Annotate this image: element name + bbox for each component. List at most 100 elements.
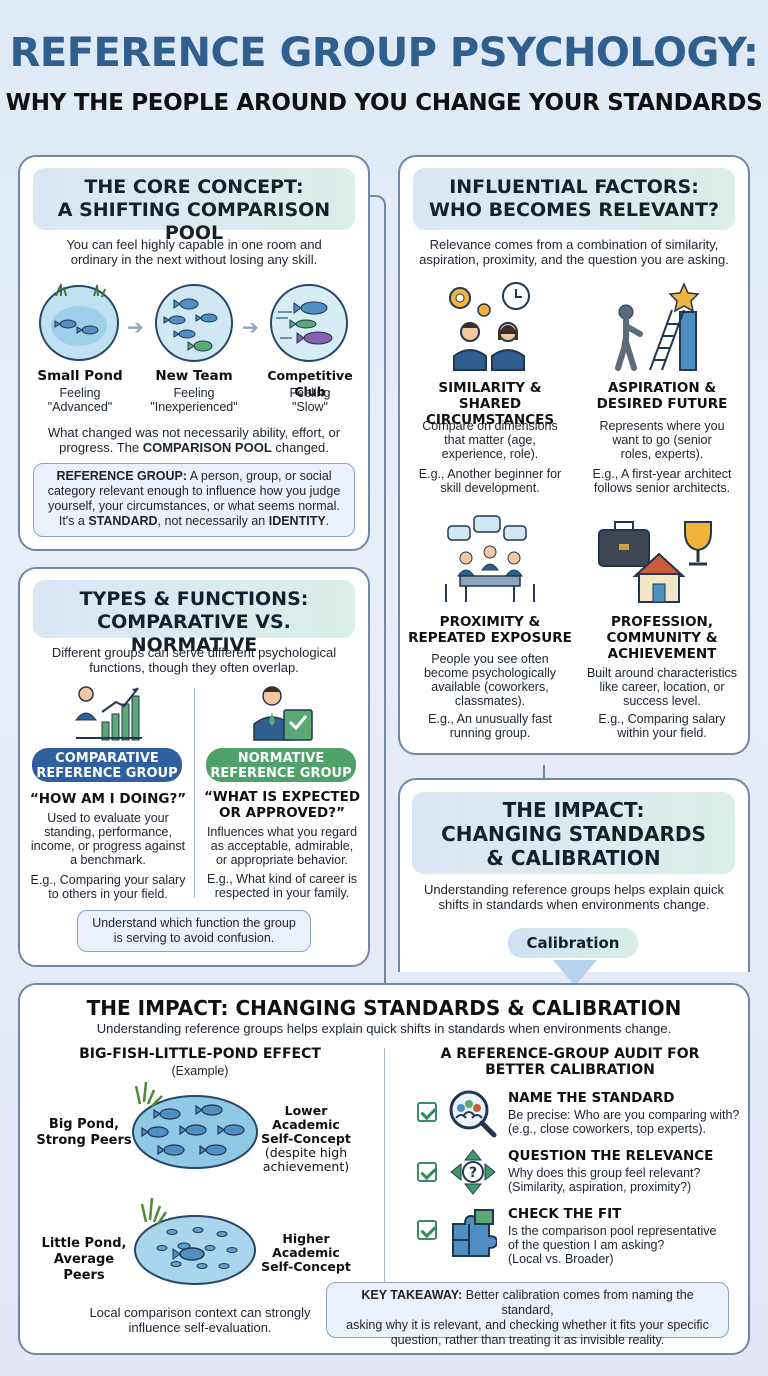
- page-subtitle: WHY THE PEOPLE AROUND YOU CHANGE YOUR ST…: [5, 90, 763, 116]
- local-context-note: Local comparison context can strongly in…: [40, 1305, 360, 1335]
- text-line: Little Pond,: [41, 1236, 127, 1251]
- text-line: running group.: [449, 726, 531, 740]
- text-line: OR APPROVED?”: [219, 805, 345, 821]
- text-line: skill development.: [440, 481, 540, 495]
- text-line: functions, though they often overlap.: [89, 660, 299, 675]
- text-line: success level.: [623, 694, 701, 708]
- connector-line: [400, 765, 545, 779]
- small-pond-icon: [39, 284, 119, 361]
- connector-line: [370, 195, 386, 575]
- function-note: Understand which function the group is s…: [77, 910, 311, 952]
- core-changed: What changed was not necessarily ability…: [24, 425, 364, 455]
- audit-title: A REFERENCE-GROUP AUDIT FOR BETTER CALIB…: [400, 1046, 740, 1078]
- comparative-description: Used to evaluate your standing, performa…: [26, 811, 190, 901]
- text-line: roles, experts).: [620, 447, 704, 461]
- big-pond-outcome: Lower Academic Self-Concept (despite hig…: [258, 1104, 354, 1174]
- normative-pill: NORMATIVE REFERENCE GROUP: [206, 748, 356, 782]
- text-line: Different groups can serve different psy…: [51, 645, 337, 660]
- impact-heading: THE IMPACT: CHANGING STANDARDS & CALIBRA…: [86, 996, 682, 1020]
- text-span: REFERENCE GROUP:: [56, 469, 188, 483]
- text-line: Feeling: [173, 386, 215, 400]
- text-line: (e.g., close coworkers, top experts).: [508, 1122, 706, 1136]
- text-line: Represents where you: [599, 419, 725, 433]
- text-line: E.g., Comparing your salary: [30, 873, 186, 887]
- pond-label: New Team: [155, 368, 233, 384]
- vertical-divider: [384, 1048, 385, 1338]
- text-line: of the question I am asking?: [508, 1238, 665, 1252]
- little-pond-outcome: Higher Academic Self-Concept: [258, 1232, 354, 1274]
- text-line: What changed was not necessarily ability…: [47, 425, 341, 440]
- text-span: Better calibration comes from naming the…: [462, 1288, 694, 1317]
- text-span: IDENTITY: [268, 514, 326, 528]
- text-line: Feeling: [59, 386, 101, 400]
- impact-intro: Understanding reference groups helps exp…: [96, 1021, 672, 1036]
- text-line: Big Pond,: [48, 1117, 120, 1132]
- text-line: want to go (senior: [612, 433, 712, 447]
- text-line: Lower Academic: [272, 1103, 340, 1132]
- text-line: Relevance comes from a combination of si…: [429, 237, 719, 252]
- text-line: to others in your field.: [48, 887, 168, 901]
- text-line: Feeling: [289, 386, 331, 400]
- audit-step-text: Be precise: Who are you comparing with? …: [508, 1108, 740, 1136]
- text-span: A person, group, or social: [187, 469, 332, 483]
- text-line: Is the comparison pool representative: [508, 1224, 717, 1238]
- audit-step-title: CHECK THE FIT: [508, 1206, 622, 1222]
- text-span: COMPARISON POOL: [142, 440, 272, 455]
- calibration-label: Calibration: [508, 928, 638, 958]
- text-line: ACHIEVEMENT: [607, 646, 717, 662]
- text-line: PROFESSION,: [611, 614, 713, 630]
- heading-line: CHANGING STANDARDS: [441, 822, 706, 846]
- vertical-divider: [194, 688, 195, 898]
- factors-heading: INFLUENTIAL FACTORS: WHO BECOMES RELEVAN…: [413, 168, 735, 230]
- text-line: ASPIRATION &: [607, 380, 717, 396]
- factors-intro: Relevance comes from a combination of si…: [404, 237, 744, 267]
- core-intro: You can feel highly capable in one room …: [24, 237, 364, 267]
- audit-step-title: NAME THE STANDARD: [508, 1090, 675, 1106]
- text-line: It's a STANDARD, not necessarily an IDEN…: [42, 514, 346, 529]
- text-line: Understanding reference groups helps exp…: [424, 882, 724, 897]
- text-line: shifts in standards when environments ch…: [438, 897, 710, 912]
- text-line: REFERENCE GROUP: [210, 766, 352, 781]
- text-line: KEY TAKEAWAY: Better calibration comes f…: [335, 1288, 720, 1318]
- text-line: (Local vs. Broader): [508, 1252, 614, 1266]
- text-span: .: [325, 514, 330, 528]
- text-line: (despite high: [264, 1145, 348, 1160]
- text-span: changed.: [271, 440, 329, 455]
- text-line: (Similarity, aspiration, proximity?): [508, 1180, 692, 1194]
- pond-label: Small Pond: [37, 368, 123, 384]
- heading-line: TYPES & FUNCTIONS:: [79, 588, 309, 610]
- comparative-pill: COMPARATIVE REFERENCE GROUP: [32, 748, 182, 782]
- text-line: Average Peers: [53, 1252, 115, 1283]
- text-line: income, or progress against: [30, 839, 186, 853]
- text-line: achievement): [262, 1159, 350, 1174]
- text-span: It's a: [58, 514, 89, 528]
- text-line: asking why it is relevant, and checking …: [346, 1318, 709, 1332]
- pond-feeling: Feeling "Advanced": [28, 386, 132, 414]
- comparative-question: “HOW AM I DOING?”: [29, 791, 187, 807]
- factor-title: PROFESSION, COMMUNITY & ACHIEVEMENT: [580, 614, 744, 662]
- big-pond-label: Big Pond, Strong Peers: [36, 1117, 132, 1149]
- text-line: within your field.: [617, 726, 707, 740]
- impact-summary-text: Understanding reference groups helps exp…: [404, 882, 744, 912]
- factor-title: ASPIRATION & DESIRED FUTURE: [580, 380, 744, 412]
- profession-community-icon: [598, 521, 712, 603]
- text-line: Local comparison context can strongly: [89, 1305, 311, 1320]
- big-pond-icon: [132, 1081, 258, 1169]
- heading-line: WHO BECOMES RELEVANT?: [428, 199, 720, 221]
- text-span: progress. The: [59, 440, 143, 455]
- svg-text:?: ?: [469, 1165, 477, 1181]
- heading-line: & CALIBRATION: [486, 846, 661, 870]
- text-span: KEY TAKEAWAY:: [361, 1288, 463, 1302]
- aspiration-ladder-icon: [615, 282, 700, 371]
- question-arrows-icon: ?: [450, 1149, 496, 1195]
- text-line: COMMUNITY &: [606, 630, 718, 646]
- types-intro: Different groups can serve different psy…: [24, 645, 364, 675]
- text-line: CIRCUMSTANCES: [425, 412, 555, 428]
- checkbox-checked-icon: [417, 1220, 437, 1240]
- audit-step-text: Why does this group feel relevant? (Simi…: [508, 1166, 740, 1194]
- little-pond-label: Little Pond, Average Peers: [36, 1236, 132, 1284]
- factor-title: SIMILARITY & SHARED CIRCUMSTANCES: [405, 380, 575, 428]
- text-line: progress. The COMPARISON POOL changed.: [24, 440, 364, 455]
- text-line: that matter (age,: [444, 433, 536, 447]
- normative-description: Influences what you regard as acceptable…: [200, 825, 364, 900]
